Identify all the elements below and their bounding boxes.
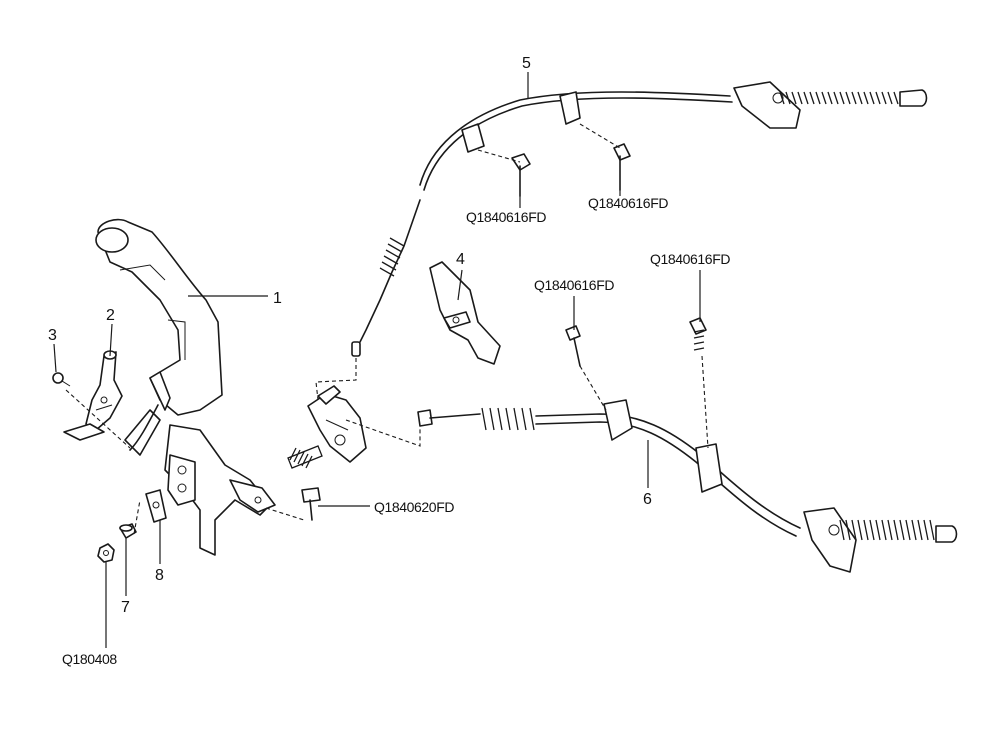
bolt-a-glyph <box>511 153 531 197</box>
callout-7: 7 <box>121 599 130 616</box>
screw-part-3 <box>52 372 71 387</box>
callout-6: 6 <box>643 491 652 508</box>
part-code-bolt-d: Q1840616FD <box>650 251 730 267</box>
bolt-c-glyph <box>565 325 581 367</box>
part-code-bolt-a: Q1840616FD <box>466 209 546 225</box>
part-code-bolt-b: Q1840616FD <box>588 195 668 211</box>
bolt-d-glyph <box>689 317 707 351</box>
equalizer-bracket <box>287 385 367 469</box>
callout-1: 1 <box>273 290 282 307</box>
bolt-part-7 <box>119 523 137 539</box>
part-code-bolt-c: Q1840616FD <box>534 277 614 293</box>
cable-part-5 <box>351 81 928 357</box>
bolt-e-glyph <box>301 487 321 521</box>
leader-lines <box>53 72 701 648</box>
washer-plate-part-8 <box>145 489 167 523</box>
callout-8: 8 <box>155 567 164 584</box>
ratchet-pawl-part-2 <box>63 350 123 441</box>
cable-part-6 <box>417 399 958 573</box>
callout-4: 4 <box>456 251 465 268</box>
part-code-nut: Q180408 <box>62 651 117 667</box>
callout-3: 3 <box>48 327 57 344</box>
callout-2: 2 <box>106 307 115 324</box>
part-code-bolt-e: Q1840620FD <box>374 499 454 515</box>
assembly-guide-lines <box>65 123 709 535</box>
callout-5: 5 <box>522 55 531 72</box>
nut-hardware <box>97 543 115 563</box>
bracket-plate-part-4 <box>429 261 501 365</box>
brake-lever-part-1 <box>95 218 276 556</box>
bolt-b-glyph <box>613 143 631 191</box>
